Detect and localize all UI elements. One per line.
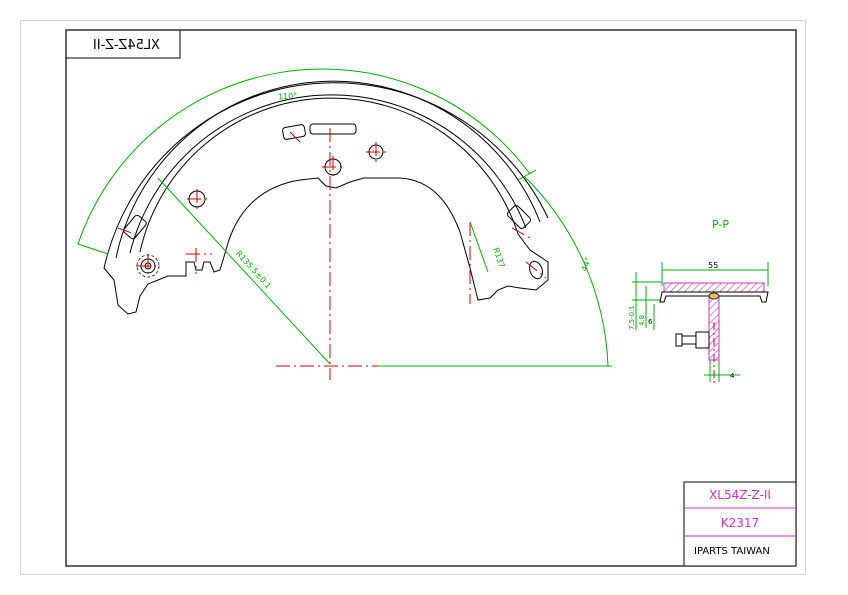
- section-view: P-P 55 7.5-0.1 4.8 6 4: [628, 218, 769, 384]
- dimensions: [77, 68, 612, 367]
- rim-inner-arc: [139, 97, 519, 253]
- web-cutout: [225, 177, 549, 301]
- rivet-slot: [507, 205, 531, 229]
- lining-section: [663, 282, 765, 293]
- inner-radius-dimension: [469, 221, 489, 273]
- thickness-label: 6: [648, 318, 653, 326]
- lining-outer-arc: [105, 82, 549, 261]
- radius-dimension: [157, 177, 331, 365]
- width-label: 55: [708, 261, 718, 270]
- slot-centerline: [289, 131, 301, 143]
- section-label: P-P: [712, 218, 729, 231]
- inner-radius-label: R137: [491, 246, 506, 269]
- shoe-left-end: [103, 249, 227, 315]
- dimension-text: 110° 44° R135.5±0.1 R137: [234, 91, 593, 290]
- title-code: K2317: [721, 516, 759, 530]
- height-b-label: 4.8: [638, 315, 646, 326]
- mirrored-label-box: XL54Z-Z-II: [66, 30, 181, 59]
- title-company: IPARTS TAIWAN: [694, 546, 770, 557]
- extension-line: [517, 169, 537, 181]
- rivet-slot: [309, 123, 357, 135]
- slot-centerline: [117, 227, 141, 237]
- arc-angle-dimension: [77, 68, 531, 245]
- mirrored-label: XL54Z-Z-II: [93, 38, 160, 53]
- rivet-slot: [123, 214, 147, 240]
- rim-outer-arc: [129, 94, 527, 254]
- weld-mark: [708, 292, 720, 300]
- title-part-number: XL54Z-Z-II: [709, 488, 771, 502]
- arc-angle-label: 110°: [278, 91, 298, 101]
- web-label: 4: [730, 372, 735, 380]
- arc-angle-dimension-right: [523, 175, 609, 367]
- extension-line: [77, 243, 109, 255]
- slot-centerline: [511, 227, 531, 239]
- title-block: XL54Z-Z-II K2317 IPARTS TAIWAN: [683, 481, 797, 567]
- radius-label: R135.5±0.1: [234, 249, 273, 291]
- slot-centerline: [525, 261, 547, 279]
- rim-section: [659, 291, 769, 303]
- adjuster-slot: [529, 260, 543, 280]
- rivet-slot: [282, 124, 306, 140]
- anchor-pin-section: [675, 331, 710, 349]
- centerlines: [117, 128, 547, 380]
- lining-inner-arc: [115, 80, 541, 259]
- sheet-border: [20, 20, 806, 575]
- drawing-frame: [65, 29, 797, 567]
- brake-shoe-main-view: [103, 80, 549, 315]
- height-a-label: 7.5-0.1: [628, 305, 636, 330]
